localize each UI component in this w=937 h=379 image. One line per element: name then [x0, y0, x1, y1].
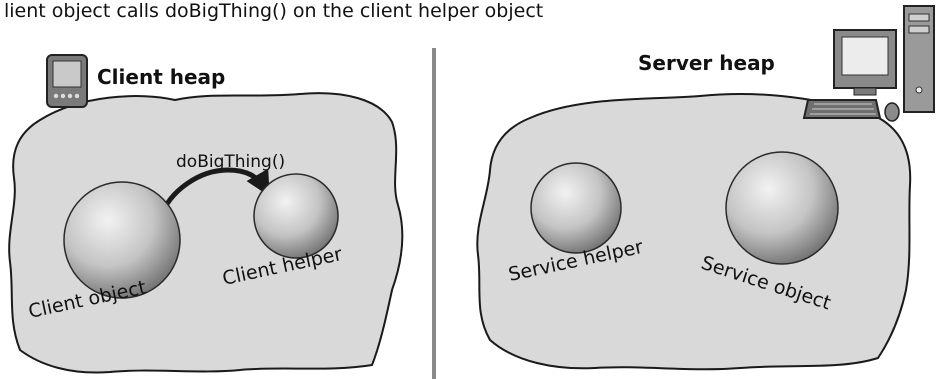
computer-icon: [802, 5, 935, 122]
method-call-label: doBigThing(): [176, 152, 285, 172]
diagram-caption: lient object calls doBigThing() on the c…: [4, 0, 543, 22]
server-heap-title: Server heap: [638, 51, 775, 75]
service-object-sphere: [725, 151, 839, 265]
client-heap-title: Client heap: [97, 65, 225, 89]
server-heap: Server heap Service helper Service objec…: [476, 5, 935, 371]
client-helper-sphere: [253, 173, 339, 259]
client-object-sphere: [63, 181, 181, 299]
method-call-arrow: [157, 167, 270, 221]
client-heap: Client heap doBigThing() Client object C…: [8, 54, 404, 374]
client-heap-blob: [8, 92, 404, 374]
pda-device-icon: [46, 54, 88, 108]
service-helper-sphere: [530, 162, 622, 254]
